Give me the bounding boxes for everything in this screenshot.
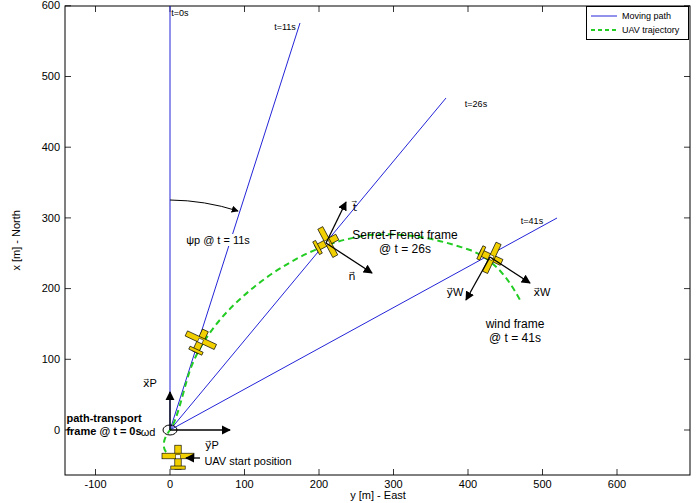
annotation: y⃗W [447,286,464,299]
legend-text: Moving path [622,11,671,21]
tick-label: 300 [42,212,60,225]
annotation: t=41s [521,216,543,226]
annotation: x⃗P [143,377,157,390]
annotation: t=0s [171,8,188,18]
tick-label: 500 [533,478,551,491]
tick-label: 400 [42,141,60,154]
tick-label: 100 [42,353,60,366]
annotation: n⃗ [349,270,356,283]
annotation: x⃗W [534,286,551,299]
annotation: y⃗P [205,439,219,452]
tick-label: 500 [42,70,60,83]
annotation: path-transport frame @ t = 0s [54,412,154,437]
uav-trajectory [164,234,520,458]
tick-label: 600 [608,478,626,491]
annotation: UAV start position [204,455,291,468]
axis-title: y [m] - East [350,489,406,502]
moving-path [170,6,557,430]
tick-label: 600 [42,0,60,12]
legend-sample [590,11,618,21]
annotation: Serret-Frenet frame @ t = 26s [350,229,460,257]
legend-sample [590,25,618,35]
axis-title: x [m] - North [10,210,23,271]
tick-label: 200 [42,282,60,295]
tick-label: -100 [84,478,106,491]
annotation: ωd [141,426,156,439]
tick-label: 100 [235,478,253,491]
annotation: t=26s [465,99,487,109]
tick-label: 200 [310,478,328,491]
annotation: t⃗ [353,201,357,214]
tick-label: 0 [167,478,173,491]
tick-label: 0 [54,424,60,437]
tick-label: 300 [384,478,402,491]
legend-row: UAV trajectory [590,23,685,37]
legend-box: Moving pathUAV trajectory [586,6,689,40]
annotation: t=11s [274,22,296,32]
annotation: ψp @ t = 11s [185,234,251,247]
legend-row: Moving path [590,9,685,23]
legend-text: UAV trajectory [622,25,679,35]
annotation: wind frame @ t = 41s [480,318,550,346]
tick-label: 400 [459,478,477,491]
